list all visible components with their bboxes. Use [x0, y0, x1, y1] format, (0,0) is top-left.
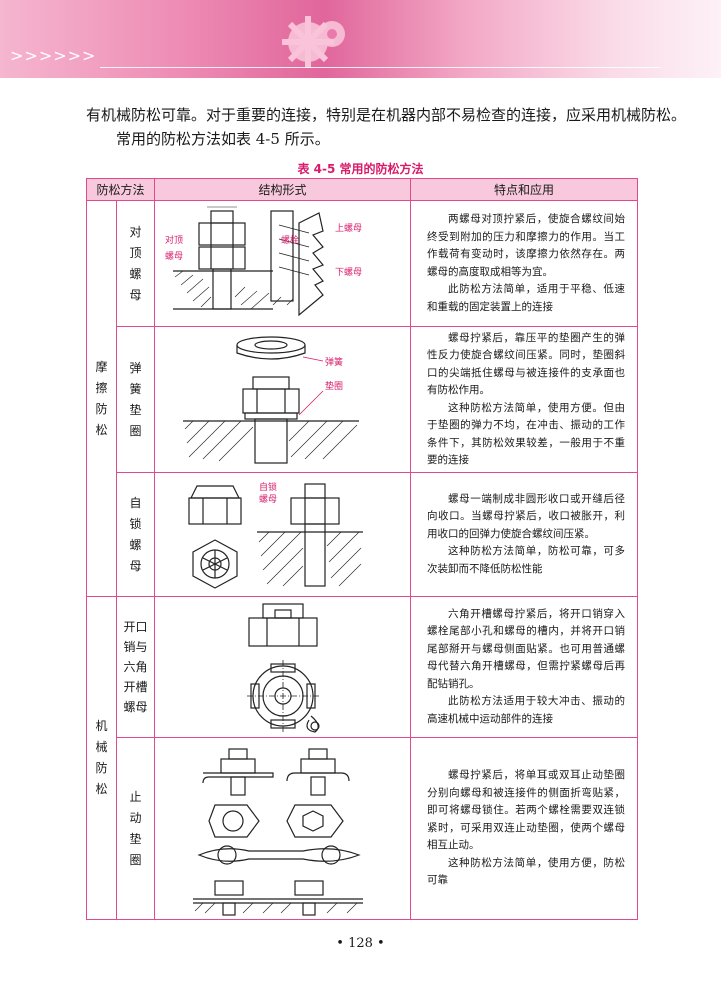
label-double-nut-2: 螺母 [165, 251, 183, 262]
header-features: 特点和应用 [410, 178, 639, 201]
header-rule [100, 67, 660, 68]
structure-figure-cell [154, 737, 412, 920]
tab-washer-figure [192, 747, 363, 916]
group-mechanical: 机械防松 [86, 596, 117, 920]
page-header-banner: >>>>>> [0, 0, 721, 78]
label-double-nut-1: 对顶 [165, 234, 183, 246]
structure-figure-cell: 自锁 螺母 [154, 472, 412, 597]
gear-icon [282, 16, 345, 68]
double-nut-figure: 对顶 螺母 螺栓 上螺母 下螺母 [165, 206, 362, 316]
group-friction: 摩擦防松 [86, 200, 117, 597]
method-cell: 自锁螺母 [115, 472, 156, 597]
features-paragraph: 螺母拧紧后，将单耳或双耳止动垫圈分别向螺母和被连接件的侧面折弯贴紧，即可将螺母锁… [427, 769, 626, 852]
label-lower-nut: 下螺母 [335, 267, 362, 278]
table-row: 止动垫圈 [87, 737, 639, 920]
body-line-2: 常用的防松方法如表 4-5 所示。 [116, 130, 330, 148]
features-cell: 螺母拧紧后，靠压平的垫圈产生的弹性反力使旋合螺纹间压紧。同时，垫圈斜口的尖端抵住… [410, 326, 639, 473]
method-cell: 止动垫圈 [115, 737, 156, 920]
features-paragraph: 这种防松方法简单，使用方便，防松可靠 [427, 856, 626, 887]
group-label: 摩擦防松 [95, 359, 108, 437]
body-line-1: 有机械防松可靠。对于重要的连接，特别是在机器内部不易检查的连接，应采用机械防松。 [86, 106, 687, 124]
chevron-decoration: >>>>>> [10, 46, 97, 65]
header-structure: 结构形式 [154, 178, 412, 201]
features-paragraph: 此防松方法简单，适用于平稳、低速和重载的固定装置上的连接 [427, 283, 626, 313]
method-label: 止动垫圈 [129, 789, 142, 867]
structure-figure-cell [154, 596, 412, 738]
table-row: 机械防松 开口 销与 六角 开槽 螺母 [86, 596, 639, 920]
label-self-locking-2: 螺母 [259, 494, 277, 505]
structure-figure-cell: 对顶 螺母 螺栓 上螺母 下螺母 [154, 200, 412, 327]
method-cell: 开口 销与 六角 开槽 螺母 [115, 596, 156, 738]
anti-loosening-table: 防松方法 结构形式 特点和应用 摩擦防松 对顶螺母 [85, 178, 639, 920]
table-row: 摩擦防松 对顶螺母 [86, 200, 639, 597]
table-caption: 表 4-5 常用的防松方法 [297, 162, 424, 176]
features-cell: 螺母一端制成非圆形收口或开缝后径向收口。当螺母拧紧后，收口被胀开，利用收口的回弹… [410, 472, 639, 597]
label-upper-nut: 上螺母 [335, 223, 362, 234]
label-spring: 弹簧 [325, 356, 343, 368]
group-label: 机械防松 [95, 719, 108, 796]
method-label: 开口 销与 六角 开槽 螺母 [123, 619, 148, 714]
castle-nut-figure [246, 603, 320, 733]
spring-washer-figure: 弹簧 垫圈 [182, 335, 359, 464]
method-cell: 对顶螺母 [115, 200, 156, 327]
page-number: • 128 • [336, 936, 385, 951]
features-cell: 两螺母对顶拧紧后，使旋合螺纹间始终受到附加的压力和摩擦力的作用。当工作载荷有变动… [410, 200, 639, 327]
table-row: 自锁螺母 [87, 472, 639, 597]
structure-figure-cell: 弹簧 垫圈 [154, 326, 412, 473]
method-label: 对顶螺母 [129, 224, 142, 302]
table-row: 弹簧垫圈 [87, 326, 639, 473]
features-paragraph: 螺母拧紧后，靠压平的垫圈产生的弹性反力使旋合螺纹间压紧。同时，垫圈斜口的尖端抵住… [427, 331, 626, 397]
self-locking-nut-figure: 自锁 螺母 [187, 481, 363, 589]
features-paragraph: 此防松方法适用于较大冲击、振动的高速机械中运动部件的连接 [427, 695, 626, 725]
method-label: 弹簧垫圈 [129, 360, 142, 438]
label-bolt: 螺栓 [281, 234, 299, 246]
features-paragraph: 六角开槽螺母拧紧后，将开口销穿入螺栓尾部小孔和螺母的槽内，并将开口销尾部掰开与螺… [427, 607, 626, 690]
features-paragraph: 螺母一端制成非圆形收口或开缝后径向收口。当螺母拧紧后，收口被胀开，利用收口的回弹… [427, 492, 626, 540]
method-label: 自锁螺母 [129, 495, 142, 573]
features-paragraph: 两螺母对顶拧紧后，使旋合螺纹间始终受到附加的压力和摩擦力的作用。当工作载荷有变动… [427, 213, 626, 278]
features-paragraph: 这种防松方法简单，防松可靠，可多次装卸而不降低防松性能 [427, 545, 626, 575]
method-cell: 弹簧垫圈 [115, 326, 156, 473]
features-paragraph: 这种防松方法简单，使用方便。但由于垫圈的弹力不均，在冲击、振动的工作条件下，其防… [427, 401, 626, 467]
features-cell: 六角开槽螺母拧紧后，将开口销穿入螺栓尾部小孔和螺母的槽内，并将开口销尾部掰开与螺… [410, 596, 639, 738]
features-cell: 螺母拧紧后，将单耳或双耳止动垫圈分别向螺母和被连接件的侧面折弯贴紧，即可将螺母锁… [410, 737, 639, 920]
header-method: 防松方法 [85, 178, 156, 201]
label-washer: 垫圈 [325, 380, 343, 392]
table-header-row: 防松方法 结构形式 特点和应用 [85, 178, 639, 201]
label-self-locking-1: 自锁 [259, 481, 277, 493]
